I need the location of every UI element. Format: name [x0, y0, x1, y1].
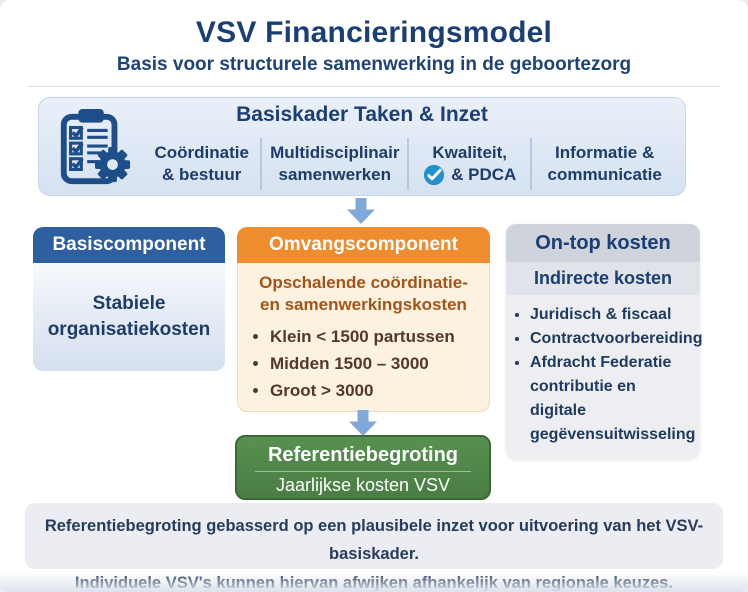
item-line1: Informatie & — [555, 142, 655, 162]
ontop-kosten-header: On-top kosten — [506, 224, 700, 262]
item-line2: samenwerken — [278, 165, 391, 184]
referentiebegroting-title: Referentiebegroting — [267, 444, 459, 466]
basiskader-item-informatie: Informatie & communicatie — [530, 138, 677, 190]
referentiebegroting-subtitle: Jaarlijkse kosten VSV — [275, 475, 451, 495]
ontop-kosten-body: Juridisch & fiscaal Contractvoorbereidin… — [506, 295, 702, 459]
header-divider — [28, 86, 720, 87]
basiskader-item-coordinatie: Coördinatie & bestuur — [143, 138, 260, 190]
clipboard-checklist-gear-icon — [55, 109, 133, 187]
header: VSV Financieringsmodel Basis voor struct… — [0, 16, 748, 76]
basiskader-title: Basiskader Taken & Inzet — [236, 103, 488, 126]
item-line1: Coördinatie — [154, 142, 249, 162]
list-item: Contractvoorbereiding — [530, 327, 702, 351]
basiscomponent-header: Basiscomponent — [33, 227, 225, 263]
ontop-kosten-list: Juridisch & fiscaal Contractvoorbereidin… — [510, 303, 702, 447]
item-line2: communicatie — [547, 165, 662, 184]
page-subtitle: Basis voor structurele samenwerking in d… — [116, 54, 632, 75]
page-title: VSV Financieringsmodel — [195, 16, 553, 49]
item-line1: Multidisciplinair — [270, 142, 400, 162]
omvangscomponent-body: Opschalende coördinatie- en samenwerking… — [237, 263, 490, 412]
item-line2: & bestuur — [162, 165, 242, 184]
omvangscomponent-list: Klein < 1500 partussen Midden 1500 – 300… — [250, 324, 477, 405]
list-item: Juridisch & fiscaal — [530, 303, 694, 327]
result-divider — [254, 471, 472, 472]
basiskader-panel: Basiskader Taken & Inzet — [38, 97, 686, 196]
basiskader-items: Coördinatie & bestuur Multidisciplinair … — [143, 138, 677, 190]
check-circle-icon — [423, 164, 445, 186]
list-item: Afdracht Federatie contributie en digita… — [530, 351, 695, 447]
down-arrow-icon — [348, 410, 380, 437]
omvangscomponent-intro: Opschalende coördinatie- en samenwerking… — [259, 273, 468, 315]
basiskader-item-kwaliteit: Kwaliteit, & PDCA — [407, 138, 530, 190]
referentiebegroting-box: Referentiebegroting Jaarlijkse kosten VS… — [235, 435, 491, 500]
footnote-line1: Referentiebegroting gebasserd op een pla… — [44, 517, 704, 564]
list-item: Groot > 3000 — [270, 378, 477, 405]
down-arrow-icon — [346, 198, 378, 225]
page-bottom-shadow — [0, 572, 748, 592]
omvangscomponent-column: Omvangscomponent Opschalende coördinatie… — [237, 227, 490, 412]
item-line1: Kwaliteit, — [432, 142, 508, 162]
ontop-kosten-column: On-top kosten Indirecte kosten Juridisch… — [506, 224, 702, 459]
indirecte-kosten-subheader: Indirecte kosten — [506, 262, 700, 295]
list-item: Midden 1500 – 3000 — [270, 351, 477, 378]
item-line2: & PDCA — [451, 165, 517, 184]
footnote-panel: Referentiebegroting gebasserd op een pla… — [25, 503, 723, 592]
basiscomponent-body: Stabiele organisatiekosten — [33, 263, 225, 371]
omvangscomponent-header: Omvangscomponent — [237, 227, 490, 263]
list-item: Klein < 1500 partussen — [270, 324, 477, 351]
basiskader-item-multidisciplinair: Multidisciplinair samenwerken — [260, 138, 407, 190]
basiscomponent-column: Basiscomponent Stabiele organisatiekoste… — [33, 227, 225, 371]
